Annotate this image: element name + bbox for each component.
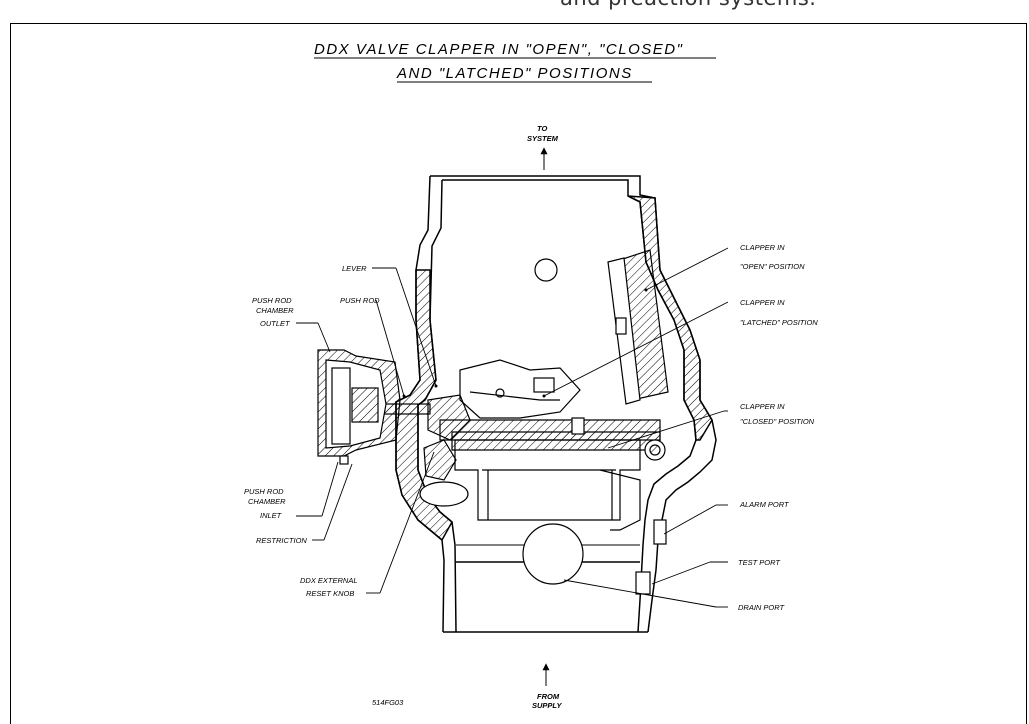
flow-supply-label: SUPPLY — [532, 701, 562, 709]
label-reset-knob-1: DDX EXTERNAL — [300, 576, 358, 585]
label-chamber-inlet-3: INLET — [260, 511, 283, 520]
reset-knob — [419, 439, 469, 507]
label-clapper-open-1: CLAPPER IN — [740, 243, 785, 252]
diagram-title-line2: AND "LATCHED" POSITIONS — [396, 65, 633, 82]
drawing-frame — [10, 23, 1027, 724]
header-caption: and preaction systems. — [560, 0, 816, 10]
label-chamber-inlet-1: PUSH ROD — [244, 487, 284, 496]
flow-system-label: SYSTEM — [527, 134, 559, 143]
figure-id: 514FG03 — [372, 698, 404, 707]
flow-from-label: FROM — [537, 692, 560, 701]
upper-port-hole — [534, 258, 558, 282]
label-chamber-inlet-2: CHAMBER — [248, 497, 286, 506]
label-reset-knob-2: RESET KNOB — [306, 589, 354, 598]
label-chamber-outlet-2: CHAMBER — [256, 306, 294, 315]
diagram-title-line1: DDX VALVE CLAPPER IN "OPEN", "CLOSED" — [314, 41, 683, 58]
label-clapper-open-2: "OPEN" POSITION — [740, 262, 805, 271]
label-clapper-latched-1: CLAPPER IN — [740, 298, 785, 307]
valve-diagram: DDX VALVE CLAPPER IN "OPEN", "CLOSED" AN… — [244, 41, 818, 709]
label-chamber-outlet-3: OUTLET — [260, 319, 291, 328]
side-ports — [635, 519, 667, 595]
label-clapper-closed-1: CLAPPER IN — [740, 402, 785, 411]
label-alarm-port: ALARM PORT — [739, 500, 790, 509]
label-test-port: TEST PORT — [738, 558, 781, 567]
clapper-closed — [451, 417, 666, 461]
label-clapper-latched-2: "LATCHED" POSITION — [740, 318, 818, 327]
label-push-rod: PUSH ROD — [340, 296, 380, 305]
label-clapper-closed-2: "CLOSED" POSITION — [740, 417, 815, 426]
clapper-latched — [459, 359, 581, 419]
flow-to-label: TO — [537, 124, 547, 133]
label-lever: LEVER — [342, 264, 367, 273]
drain-port-opening — [522, 523, 584, 585]
label-restriction: RESTRICTION — [256, 536, 307, 545]
label-drain-port: DRAIN PORT — [738, 603, 786, 612]
label-chamber-outlet-1: PUSH ROD — [252, 296, 292, 305]
push-rod-chamber — [317, 349, 401, 465]
